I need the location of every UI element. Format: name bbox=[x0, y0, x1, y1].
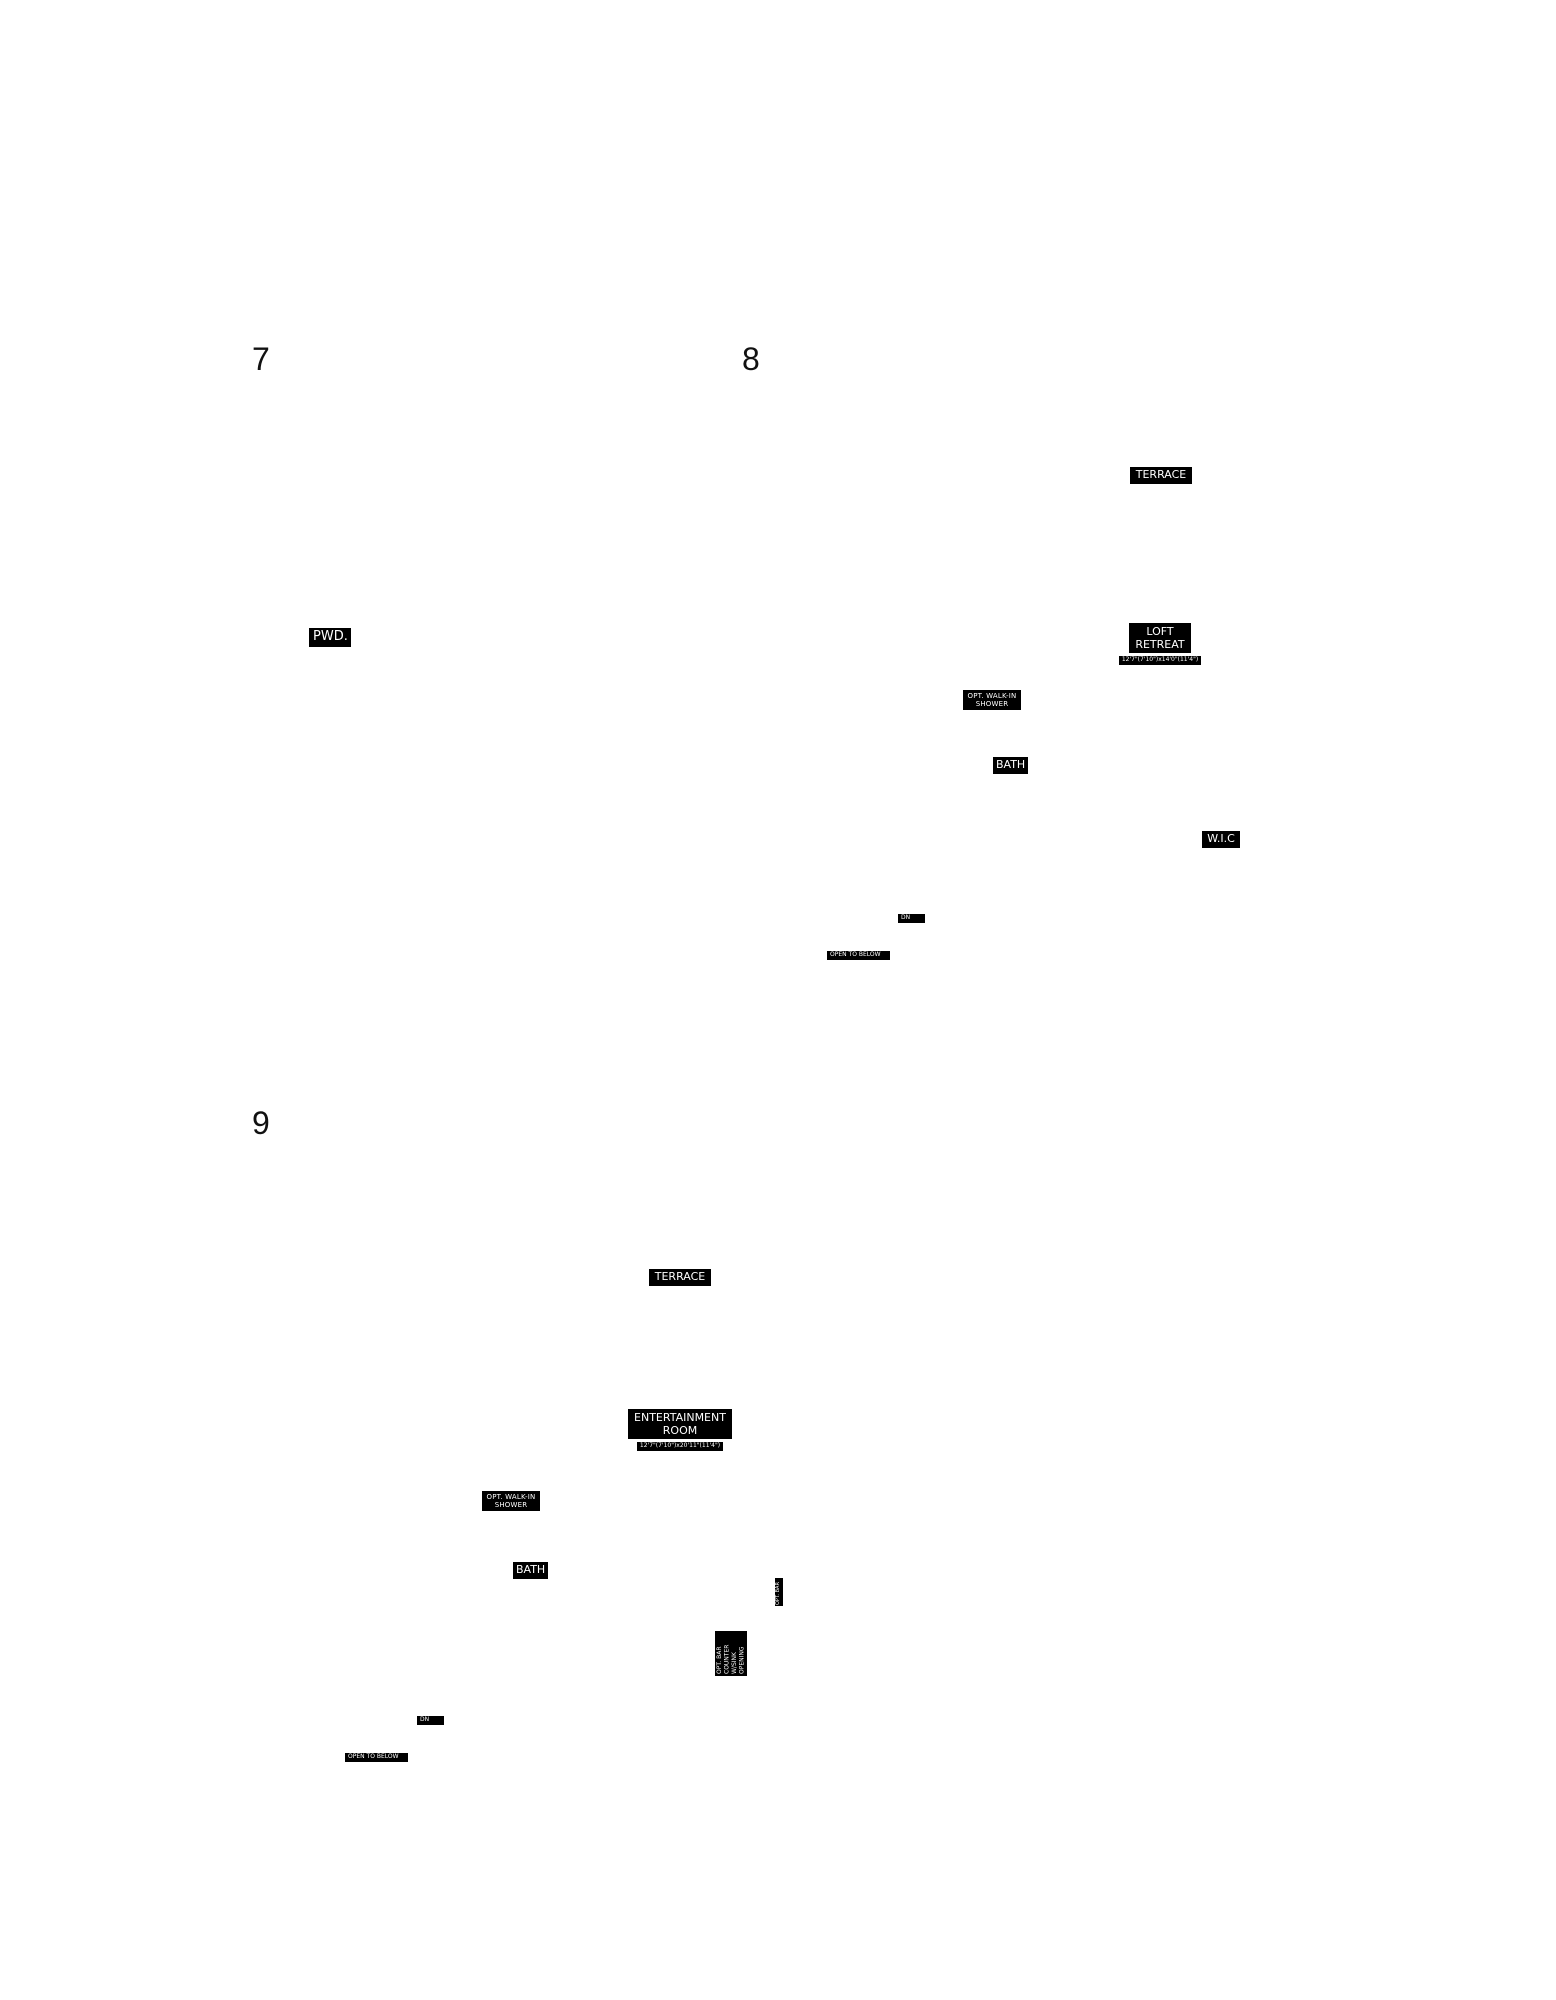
walk-in-shower-label-plan8: OPT. WALK-IN SHOWER bbox=[963, 690, 1021, 711]
entertainment-room-label-line2: ROOM bbox=[662, 1424, 698, 1438]
side-vertical-label-plan9: OPT. BAR bbox=[775, 1578, 783, 1606]
open-to-below-label-plan9: OPEN TO BELOW bbox=[345, 1753, 408, 1762]
walk-in-shower-line1-plan9: OPT. WALK-IN bbox=[486, 1493, 536, 1501]
bath-label-plan8: BATH bbox=[993, 757, 1028, 774]
bar-counter-line4: OPENING bbox=[738, 1646, 746, 1674]
entertainment-room: ENTERTAINMENT ROOM 12'7"(7'10")x20'11"(1… bbox=[628, 1409, 732, 1451]
open-to-below-label-plan8: OPEN TO BELOW bbox=[827, 951, 890, 960]
bar-counter-label-plan9: OPT. BAR COUNTER W/SINK OPENING bbox=[715, 1631, 747, 1676]
walk-in-shower-line1-plan8: OPT. WALK-IN bbox=[967, 692, 1017, 700]
loft-retreat-label-line2: RETREAT bbox=[1135, 638, 1185, 652]
bath-label-plan9: BATH bbox=[513, 1562, 548, 1579]
stairs-down-label-plan9: DN bbox=[417, 1716, 444, 1725]
loft-retreat-label-line1: LOFT bbox=[1146, 625, 1174, 638]
plan-number-8: 8 bbox=[742, 341, 760, 377]
terrace-label-plan8: TERRACE bbox=[1130, 467, 1192, 484]
loft-retreat-label: LOFT RETREAT bbox=[1129, 623, 1191, 654]
walk-in-shower-line2-plan8: SHOWER bbox=[975, 700, 1009, 709]
bar-counter-line2: COUNTER bbox=[723, 1644, 731, 1674]
entertainment-room-dimensions: 12'7"(7'10")x20'11"(11'4") bbox=[636, 1442, 724, 1451]
plan-number-9: 9 bbox=[252, 1105, 270, 1141]
entertainment-room-label: ENTERTAINMENT ROOM bbox=[628, 1409, 732, 1440]
bar-counter-line3: W/SINK bbox=[731, 1652, 738, 1674]
pwd-label: PWD. bbox=[309, 628, 351, 647]
entertainment-room-label-line1: ENTERTAINMENT bbox=[634, 1411, 726, 1424]
bar-counter-line1: OPT. BAR bbox=[716, 1646, 723, 1675]
terrace-label-plan9: TERRACE bbox=[649, 1269, 711, 1286]
plan-number-7: 7 bbox=[252, 341, 270, 377]
loft-retreat-dimensions: 12'7"(7'10")x14'0"(11'4") bbox=[1118, 656, 1202, 665]
walk-in-shower-line2-plan9: SHOWER bbox=[494, 1501, 528, 1510]
loft-retreat-room: LOFT RETREAT 12'7"(7'10")x14'0"(11'4") bbox=[1114, 623, 1206, 665]
walk-in-shower-label-plan9: OPT. WALK-IN SHOWER bbox=[482, 1491, 540, 1512]
wic-label: W.I.C bbox=[1202, 831, 1240, 848]
stairs-down-label-plan8: DN bbox=[898, 914, 925, 923]
